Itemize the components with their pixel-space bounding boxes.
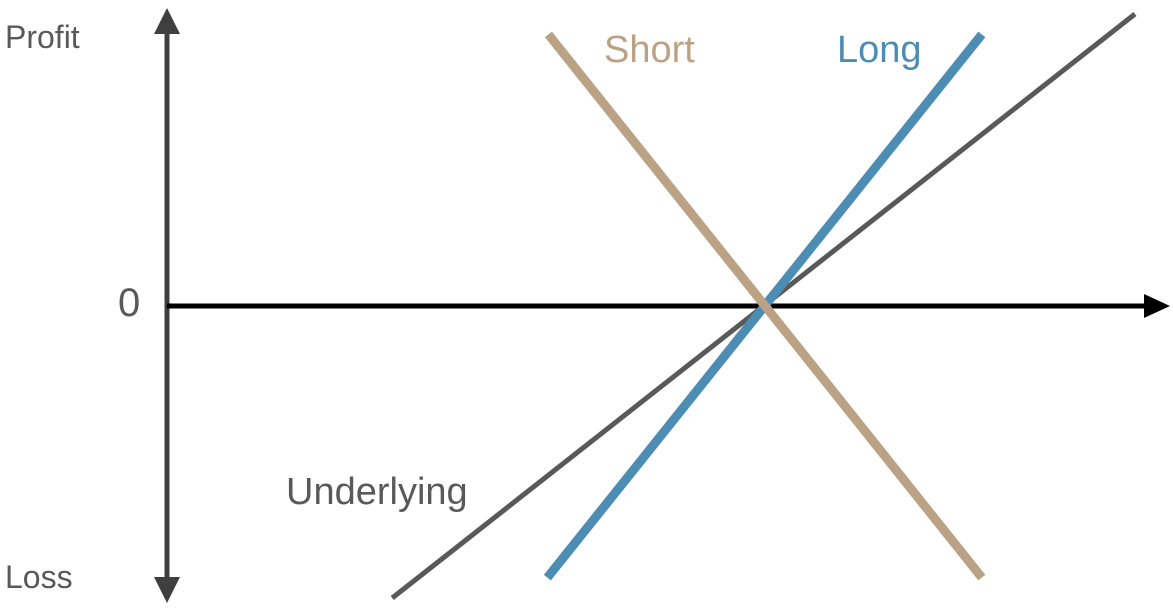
short-line [544, 31, 986, 581]
y-axis-up-arrowhead-icon [154, 8, 180, 34]
series-label-long: Long [837, 29, 922, 71]
y-axis-top-label: Profit [5, 19, 80, 55]
series-label-short: Short [604, 29, 695, 71]
origin-zero-label: 0 [118, 281, 141, 325]
y-axis-down-arrowhead-icon [154, 577, 180, 603]
series-label-underlying: Underlying [286, 471, 468, 513]
x-axis-right-arrowhead-icon [1144, 294, 1170, 318]
y-axis-bottom-label: Loss [5, 559, 73, 595]
